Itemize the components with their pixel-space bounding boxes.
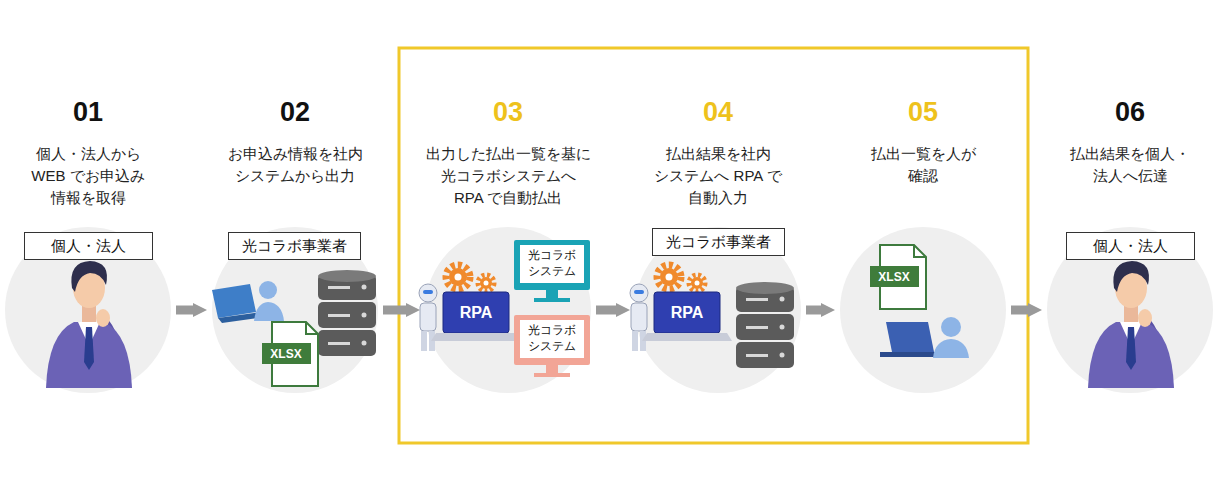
file-icon <box>262 322 318 386</box>
file-icon <box>870 245 926 309</box>
monitor-stand <box>534 373 570 377</box>
operator-laptop <box>254 302 284 321</box>
flow-arrow <box>806 306 821 315</box>
step-number: 04 <box>632 97 804 127</box>
step-circle <box>5 227 1213 393</box>
step-circle <box>1047 227 1213 393</box>
file-type-label: XLSX <box>270 347 301 361</box>
operator-laptop <box>880 352 942 357</box>
operator-laptop <box>880 317 969 358</box>
rpa-robot-kit <box>419 265 521 351</box>
node-label: 光コラボ事業者 <box>242 236 347 256</box>
monitor-stand <box>546 364 558 374</box>
step-description: 払出結果を個人・ 法人へ伝達 <box>1068 143 1193 187</box>
step-number: 01 <box>2 97 174 127</box>
step-circle <box>212 227 378 393</box>
step-description: 個人・法人から WEB でお申込み 情報を取得 <box>30 143 147 208</box>
step-number: 02 <box>209 97 381 127</box>
step-circle <box>840 227 1006 393</box>
system-monitor: 光コラボ システム <box>514 315 589 364</box>
node-label: 光コラボ システム <box>520 245 583 282</box>
system-monitor: 光コラボ システム <box>514 240 589 289</box>
actor-label-box: 光コラボ事業者 <box>228 232 361 260</box>
flow-arrow <box>596 306 616 315</box>
operator-laptop <box>933 339 969 358</box>
actor-label-box: 光コラボ事業者 <box>652 228 785 256</box>
step-number: 03 <box>422 97 594 127</box>
screen-label: RPA <box>671 304 704 322</box>
monitor-stand <box>534 298 570 302</box>
step-description: 払出結果を社内 システムへ RPA で 自動入力 <box>652 143 784 208</box>
operator-laptop <box>212 284 256 318</box>
database-icon <box>736 282 794 368</box>
process-step: 04 払出結果を社内 システムへ RPA で 自動入力光コラボ事業者 <box>632 95 804 393</box>
step-description: 出力した払出一覧を基に 光コラボシステムへ RPA で自動払出 <box>425 143 591 208</box>
step-description: 払出一覧を人が 確認 <box>868 143 978 187</box>
step-circle <box>5 227 171 393</box>
rpa-robot-kit <box>630 265 732 351</box>
flow-arrow <box>176 306 193 315</box>
actor-label-box: 個人・法人 <box>24 232 153 260</box>
step-number: 05 <box>837 97 1009 127</box>
node-label: 個人・法人 <box>51 236 126 256</box>
node-label: 個人・法人 <box>1093 236 1168 256</box>
actor-label-box: 個人・法人 <box>1066 232 1195 260</box>
step-description: お申込み情報を社内 システムから出力 <box>225 143 365 187</box>
process-step: 06 払出結果を個人・ 法人へ伝達個人・法人 <box>1044 95 1216 393</box>
file-type-label: XLSX <box>878 270 909 284</box>
database-icon <box>318 270 376 356</box>
operator-laptop <box>212 281 284 323</box>
screen-label: RPA <box>460 304 493 322</box>
node-label: 光コラボ事業者 <box>666 232 771 252</box>
operator-laptop <box>259 281 277 299</box>
person-icon <box>1088 261 1174 388</box>
node-label: 光コラボ システム <box>520 320 583 357</box>
flow-arrow <box>1011 306 1028 315</box>
operator-laptop <box>886 322 934 352</box>
person-icon <box>46 261 132 388</box>
operator-laptop <box>941 317 961 337</box>
flow-arrow <box>383 306 406 315</box>
process-step: 05 払出一覧を人が 確認 <box>837 95 1009 393</box>
monitor-stand <box>546 289 558 299</box>
highlight-frame <box>399 48 1028 443</box>
process-step: 03 出力した払出一覧を基に 光コラボシステムへ RPA で自動払出光コラボ シス… <box>422 95 594 393</box>
step-number: 06 <box>1044 97 1216 127</box>
process-step: 01 個人・法人から WEB でお申込み 情報を取得個人・法人 <box>2 95 174 393</box>
